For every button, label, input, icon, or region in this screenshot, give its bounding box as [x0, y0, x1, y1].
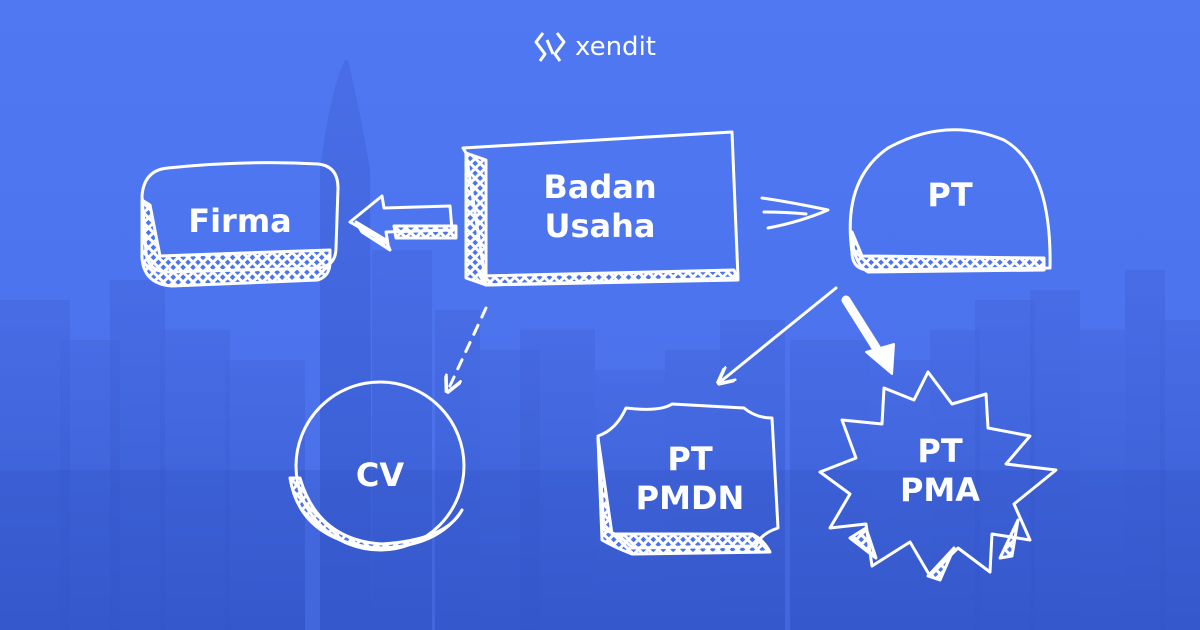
edge-pt-pmdn [720, 288, 836, 382]
node-pt-pma-label: PT PMA [880, 432, 1000, 510]
edge-root-cv [448, 308, 486, 390]
node-cv-label: CV [330, 456, 430, 495]
node-pt-pmdn-label: PT PMDN [610, 440, 770, 518]
node-firma-label: Firma [160, 202, 320, 241]
edge-root-pt [762, 198, 828, 228]
brand-wordmark: xendit [575, 32, 656, 62]
xendit-logo-icon [533, 30, 567, 64]
edge-root-firma [350, 196, 456, 250]
node-badan-usaha-label: Badan Usaha [500, 168, 700, 246]
brand-logo: xendit [533, 30, 656, 64]
node-pt-label: PT [900, 176, 1000, 215]
edge-pt-pma [846, 300, 894, 374]
